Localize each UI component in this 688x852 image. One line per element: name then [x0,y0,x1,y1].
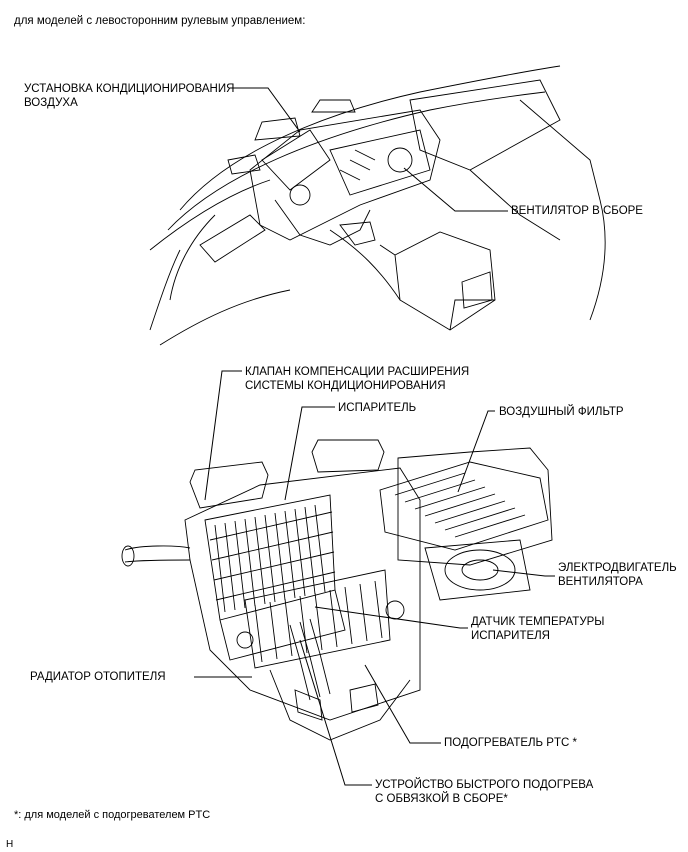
label-heater-radiator: РАДИАТОР ОТОПИТЕЛЯ [30,671,166,683]
label-blower-motor: ЭЛЕКТРОДВИГАТЕЛЬ ВЕНТИЛЯТОРА [558,562,677,588]
leader-air-filter [457,410,495,493]
label-evap-temp-sensor: ДАТЧИК ТЕМПЕРАТУРЫ ИСПАРИТЕЛЯ [471,616,605,642]
corner-mark: H [6,839,14,850]
leader-evaporator [284,406,335,501]
label-quick-heater: УСТРОЙСТВО БЫСТРОГО ПОДОГРЕВА С ОБВЯЗКОЙ… [375,779,594,805]
label-ptc-heater: ПОДОГРЕВАТЕЛЬ PTC * [444,737,577,749]
label-blower-assy: ВЕНТИЛЯТОР В СБОРЕ [511,205,643,217]
label-evaporator: ИСПАРИТЕЛЬ [338,402,417,414]
hvac-unit-small [227,109,441,246]
label-air-filter: ВОЗДУШНЫЙ ФИЛЬТР [499,406,624,418]
leader-expansion-valve [204,370,242,501]
footnote: *: для моделей с подогревателем PTC [14,809,211,821]
leader-blower-assy [403,167,508,212]
label-expansion-valve: КЛАПАН КОМПЕНСАЦИИ РАСШИРЕНИЯ СИСТЕМЫ КО… [245,366,470,392]
hvac-unit-detail [121,439,553,741]
leader-quick-heater [299,639,372,786]
leader-blower-motor [492,569,555,577]
leader-evap-temp-sensor [314,606,468,629]
label-hvac-unit: УСТАНОВКА КОНДИЦИОНИРОВАНИЯ ВОЗДУХА [24,83,235,109]
header-note: для моделей с левосторонним рулевым упра… [14,15,306,27]
leader-ptc-heater [364,664,441,744]
leader-hvac-unit [230,87,301,133]
dashboard-sketch [149,65,606,346]
